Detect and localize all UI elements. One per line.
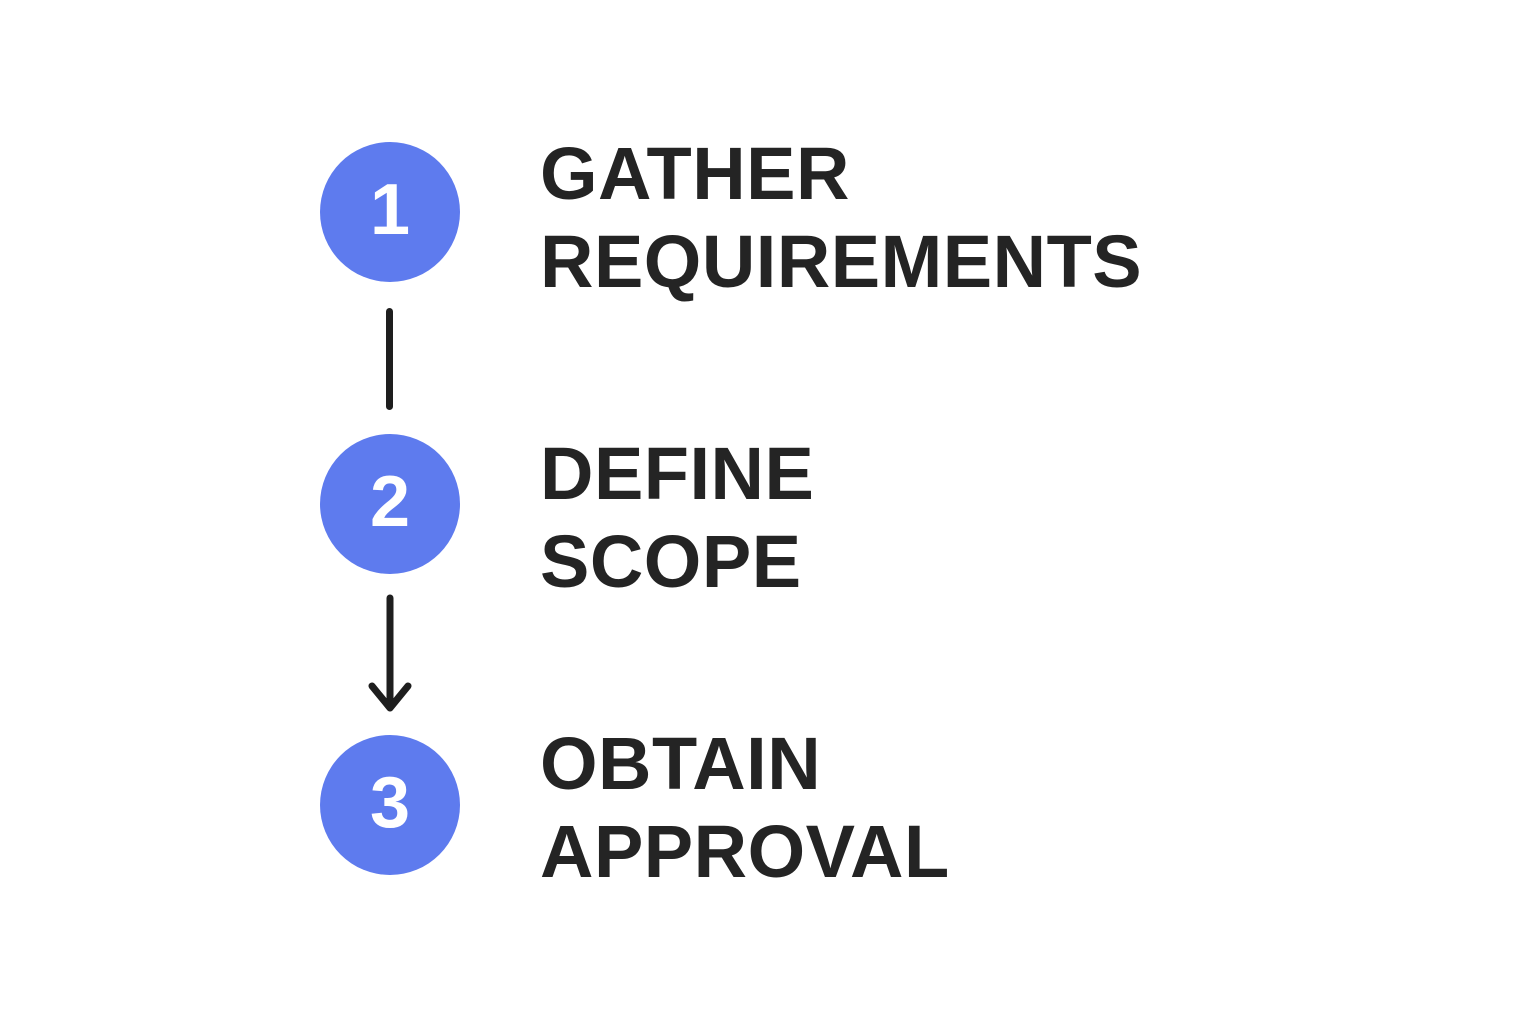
step-3-label: OBTAIN APPROVAL <box>540 720 950 896</box>
step-2-label-line-1: DEFINE <box>540 432 815 515</box>
step-2-circle: 2 <box>320 434 460 574</box>
step-1-label: GATHER REQUIREMENTS <box>540 130 1142 306</box>
step-2-number: 2 <box>369 462 411 542</box>
step-3-label-line-2: APPROVAL <box>540 810 950 893</box>
step-1-number: 1 <box>369 170 411 250</box>
step-1-label-line-2: REQUIREMENTS <box>540 220 1143 303</box>
step-1-label-line-1: GATHER <box>540 132 850 215</box>
down-arrow-icon <box>368 594 412 712</box>
step-2-label: DEFINE SCOPE <box>540 430 814 606</box>
step-3-number: 3 <box>369 763 411 843</box>
connector-line-step1-step2 <box>386 308 393 410</box>
step-3-label-line-1: OBTAIN <box>540 722 822 805</box>
step-1-circle: 1 <box>320 142 460 282</box>
step-3-circle: 3 <box>320 735 460 875</box>
step-2-label-line-2: SCOPE <box>540 520 802 603</box>
